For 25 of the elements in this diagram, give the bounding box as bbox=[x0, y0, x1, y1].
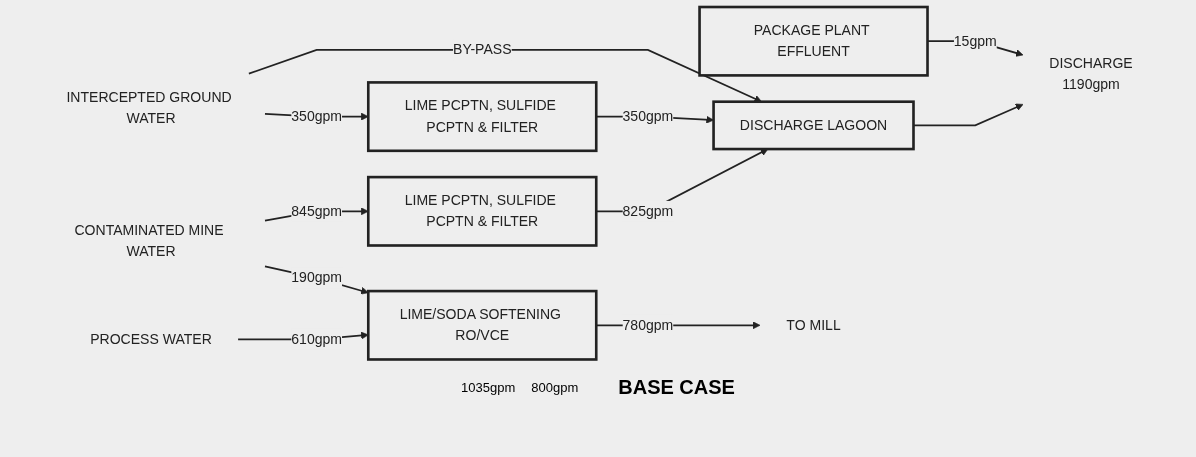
node-text: PROCESS WATER bbox=[90, 331, 212, 347]
arrow bbox=[264, 265, 369, 295]
flow-rate-label: 800gpm bbox=[531, 380, 579, 395]
edge-label: 190gpm bbox=[291, 270, 342, 285]
edge-label: 610gpm bbox=[291, 331, 342, 347]
node-box bbox=[712, 100, 915, 151]
node-box bbox=[366, 289, 598, 361]
node-box bbox=[698, 5, 929, 77]
flow-diagram: 350gpm BY-PASS 350gpm 845gpm 825gpm 15gpm 190gpm 610gpm 780gpm INTERCEPTED GROUND WATER LIME PCPTN, SULFIDE PCPTN & FILTER PACKAGE PLANT EFFLUENT DISCHARGE LAGOON DISCHARGE 1190gpm CONTAMINATED MINE WATER LIME PCPTN, SULFIDE PCPTN & FILTER PROCESS WATER LIME/SODA SOFTENING RO/VCE TO MILL bbox=[30, 0, 1166, 370]
node-text: INTERCEPTED GROUND WATER bbox=[66, 89, 232, 126]
edge-label: 350gpm bbox=[291, 108, 342, 124]
node-box bbox=[366, 81, 598, 153]
edge-label: 845gpm bbox=[291, 203, 342, 219]
node-text: TO MILL bbox=[786, 317, 841, 333]
edge-label: BY-PASS bbox=[453, 42, 512, 57]
node-text: CONTAMINATED MINE WATER bbox=[74, 222, 224, 259]
flow-rate-label: 1035gpm bbox=[461, 380, 516, 395]
node-label: 1190gpm bbox=[1062, 77, 1120, 93]
edge-label: 15gpm bbox=[953, 33, 997, 49]
edge-label: 780gpm bbox=[622, 317, 674, 333]
edge-label: 825gpm bbox=[622, 203, 674, 219]
edge-label: 350gpm bbox=[622, 108, 674, 124]
node-box bbox=[366, 175, 598, 247]
caption: BASE CASE bbox=[618, 376, 735, 399]
node-text: DISCHARGE bbox=[1049, 56, 1133, 72]
